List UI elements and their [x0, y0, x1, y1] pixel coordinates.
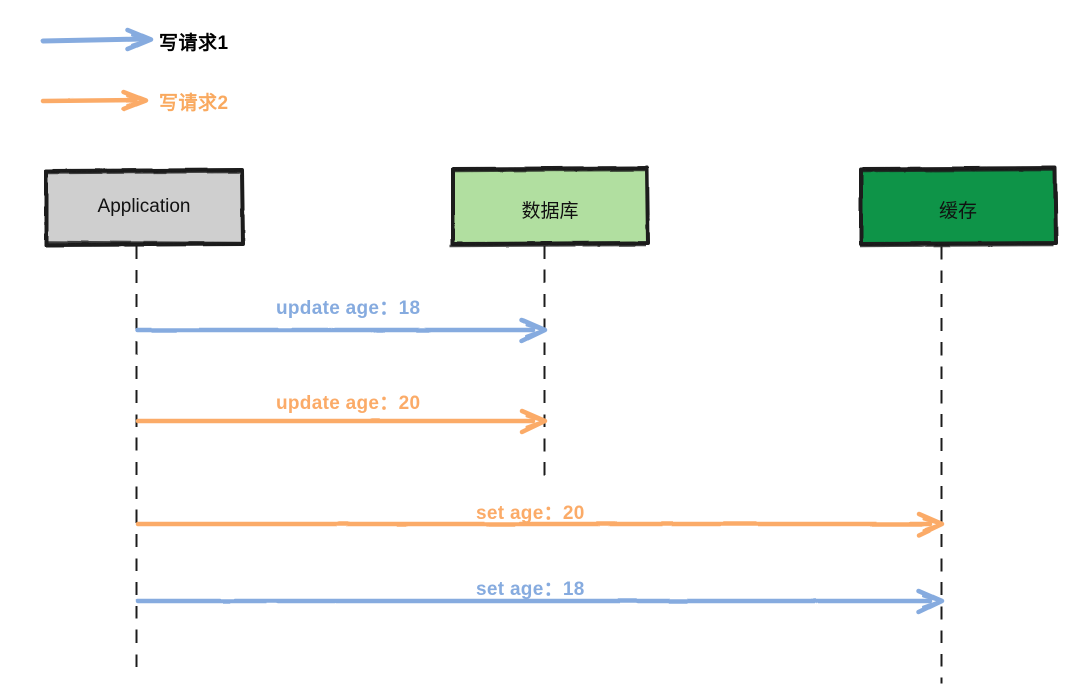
message-label-m4: set age：18	[476, 579, 585, 600]
lifeline-cache	[939, 245, 944, 685]
message-label-m2: update age：20	[276, 393, 421, 414]
legend-arrow-blue	[40, 27, 154, 52]
participant-label-database: 数据库	[521, 201, 579, 222]
message-arrow-m3	[135, 511, 945, 538]
lifeline-application	[134, 245, 139, 671]
participant-label-cache: 缓存	[938, 201, 977, 222]
participant-box-application[interactable]	[44, 168, 245, 247]
message-arrow-m4	[135, 588, 945, 615]
legend-label-write-request-2: 写请求2	[159, 93, 229, 114]
message-label-m1: update age：18	[276, 298, 421, 319]
message-label-m3: set age：20	[476, 503, 585, 524]
message-arrow-m2	[135, 408, 548, 435]
participant-box-cache[interactable]	[859, 166, 1058, 248]
participant-box-database[interactable]	[449, 166, 650, 248]
legend-label-write-request-1: 写请求1	[159, 33, 229, 54]
lifeline-database	[542, 245, 547, 487]
participant-label-application: Application	[97, 196, 191, 217]
message-arrow-m1	[135, 317, 548, 344]
legend-arrow-orange	[40, 89, 149, 112]
